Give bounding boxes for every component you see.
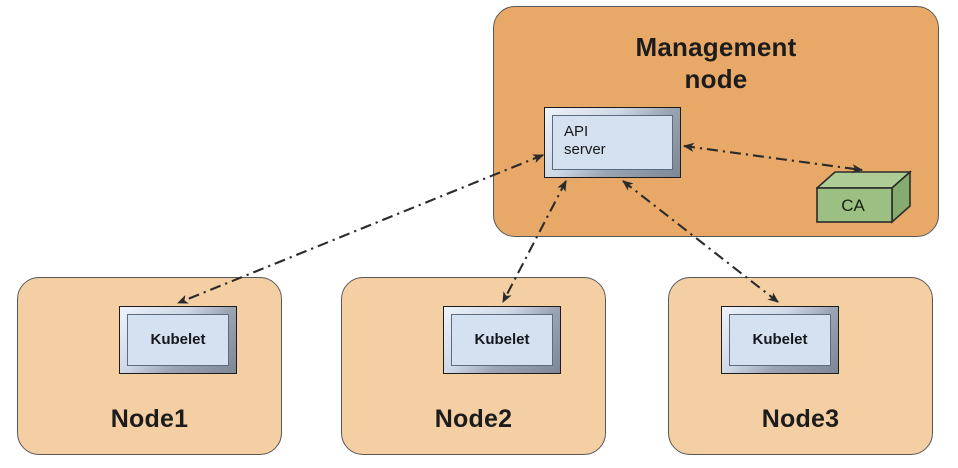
kubelet-box-node2-inner: Kubelet xyxy=(451,314,553,366)
kubelet-label-node3: Kubelet xyxy=(752,331,808,348)
api-server-label-line2: server xyxy=(564,141,606,158)
api-server-label-line1: API xyxy=(564,123,589,140)
api-server-box[interactable]: API server xyxy=(544,107,681,178)
ca-prism-icon xyxy=(816,170,912,224)
node-region-node1[interactable]: Kubelet Node1 xyxy=(17,277,282,455)
ca-box[interactable]: CA xyxy=(816,170,912,224)
api-server-label: API server xyxy=(564,123,606,159)
management-node-region[interactable]: Management node API server CA xyxy=(493,6,939,237)
node-region-node2[interactable]: Kubelet Node2 xyxy=(341,277,606,455)
kubelet-box-node3[interactable]: Kubelet xyxy=(721,306,839,374)
kubelet-box-node1-inner: Kubelet xyxy=(127,314,229,366)
kubelet-box-node1[interactable]: Kubelet xyxy=(119,306,237,374)
management-node-title-line1: Management xyxy=(635,32,797,62)
management-node-title: Management node xyxy=(494,31,938,95)
node-title-node2: Node2 xyxy=(434,405,513,433)
management-node-title-line2: node xyxy=(684,64,748,94)
node-region-node3[interactable]: Kubelet Node3 xyxy=(668,277,933,455)
kubelet-label-node1: Kubelet xyxy=(150,331,206,348)
kubelet-label-node2: Kubelet xyxy=(474,331,530,348)
kubelet-box-node2[interactable]: Kubelet xyxy=(443,306,561,374)
node-title-node3: Node3 xyxy=(761,405,840,433)
kubelet-box-node3-inner: Kubelet xyxy=(729,314,831,366)
node-title-node1: Node1 xyxy=(110,405,189,433)
ca-label: CA xyxy=(841,196,865,215)
api-server-box-inner: API server xyxy=(552,115,673,170)
